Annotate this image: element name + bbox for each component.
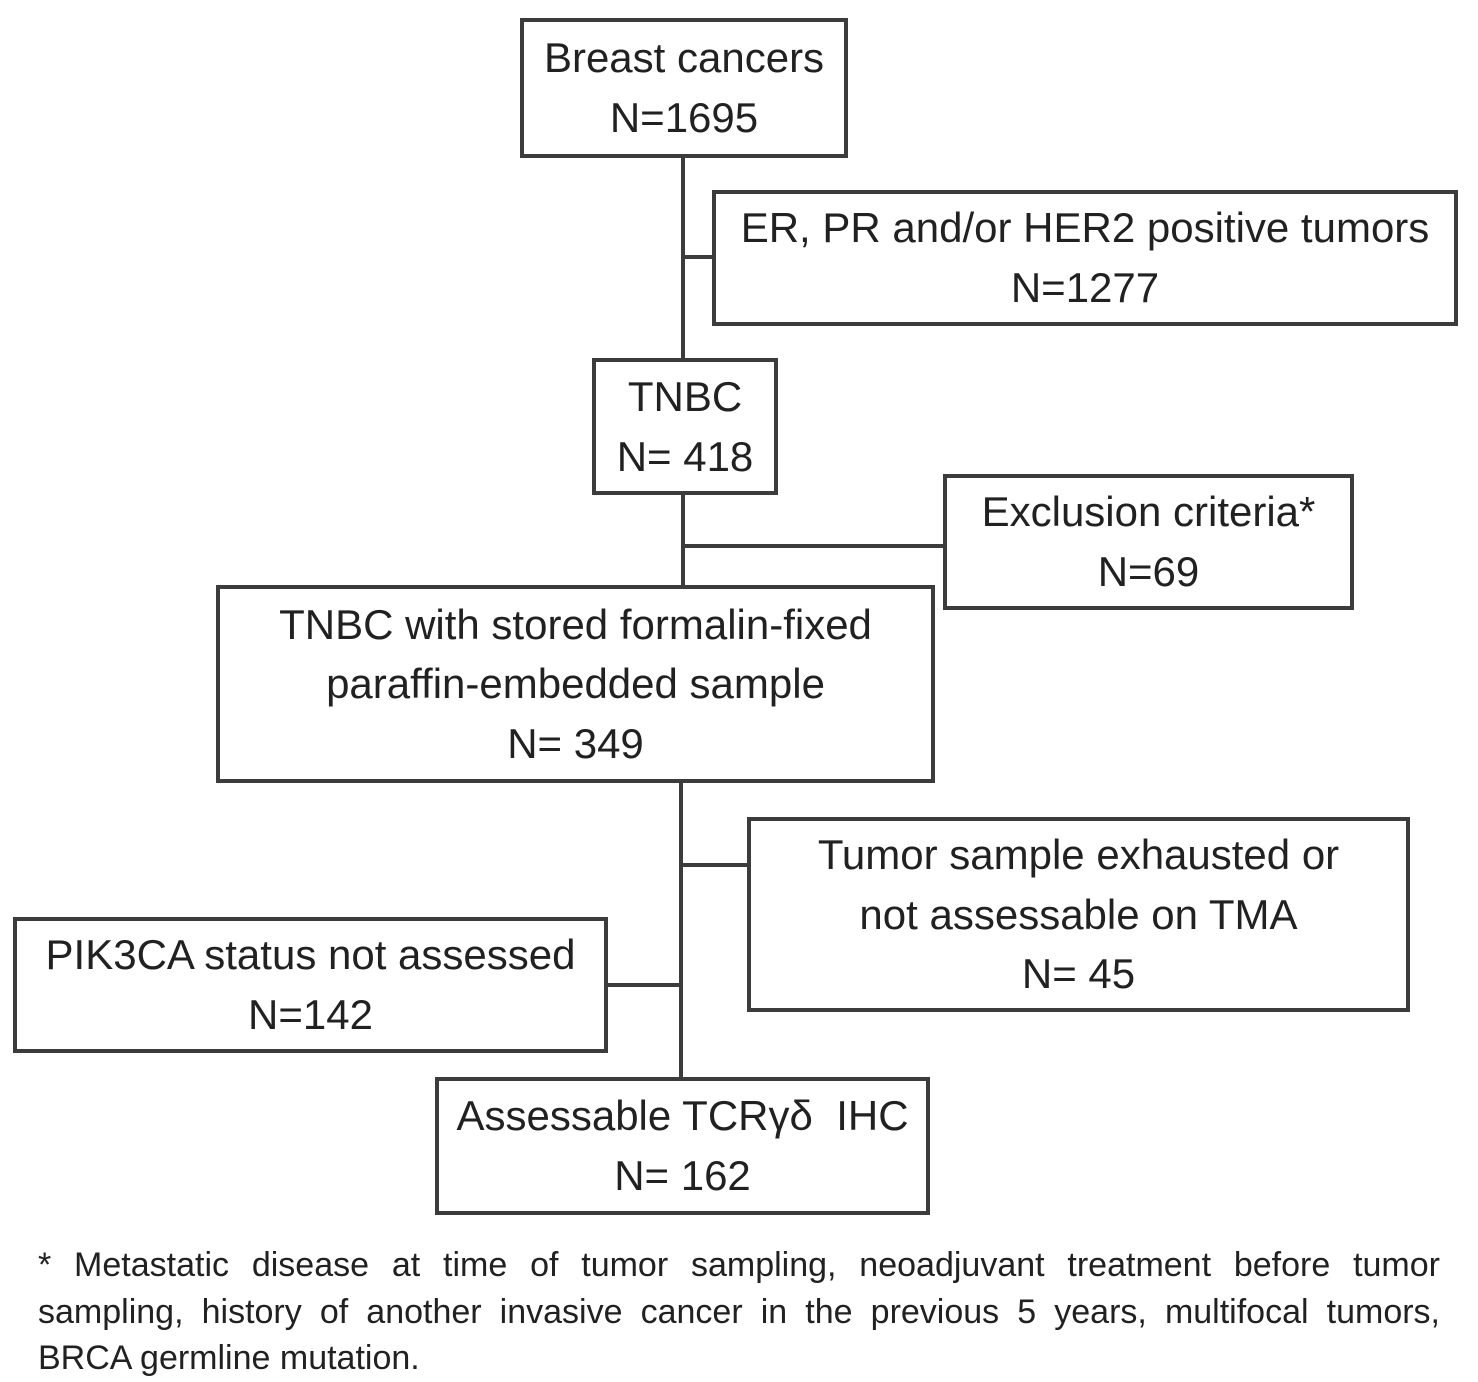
connector-branch-exclusion: [683, 544, 945, 548]
box-label: Assessable TCRγδ IHC: [456, 1092, 909, 1140]
box-count: N= 162: [614, 1152, 751, 1199]
connector-branch-er-pr: [683, 255, 715, 259]
flow-box-er-pr-her2-positive: ER, PR and/or HER2 positive tumors N=127…: [712, 190, 1458, 326]
flow-box-pik3ca-not-assessed: PIK3CA status not assessed N=142: [13, 917, 608, 1053]
box-count: N=1277: [1010, 264, 1160, 311]
box-label: ER, PR and/or HER2 positive tumors: [740, 204, 1430, 252]
box-label: PIK3CA status not assessed: [45, 931, 576, 979]
connector-spine-2: [681, 493, 685, 587]
connector-branch-pik3ca: [606, 983, 681, 987]
flow-box-assessable-tcr-ihc: Assessable TCRγδ IHC N= 162: [435, 1077, 930, 1215]
box-label: TNBC: [627, 372, 743, 420]
box-label: Breast cancers: [543, 34, 825, 82]
box-label-line2: not assessable on TMA: [859, 890, 1298, 938]
flow-box-tnbc-stored-sample: TNBC with stored formalin-fixed paraffin…: [216, 585, 935, 783]
box-count: N= 45: [1021, 950, 1136, 998]
box-count: N=69: [1097, 548, 1200, 595]
flow-box-tumor-sample-exhausted: Tumor sample exhausted or not assessable…: [747, 817, 1410, 1012]
box-label-line2: paraffin-embedded sample: [326, 660, 825, 708]
flow-box-exclusion-criteria: Exclusion criteria* N=69: [943, 474, 1354, 610]
box-label-line1: TNBC with stored formalin-fixed: [279, 600, 872, 648]
footnote-exclusion-criteria: * Metastatic disease at time of tumor sa…: [38, 1246, 1440, 1378]
connector-branch-tumor-exhausted: [681, 863, 749, 867]
box-count: N= 349: [507, 719, 644, 767]
box-label-line1: Tumor sample exhausted or: [817, 831, 1340, 879]
box-count: N=142: [248, 991, 373, 1038]
flow-box-breast-cancers: Breast cancers N=1695: [520, 18, 848, 158]
box-label: Exclusion criteria*: [981, 488, 1316, 536]
flow-box-tnbc: TNBC N= 418: [592, 358, 778, 495]
box-count: N= 418: [616, 432, 754, 480]
box-count: N=1695: [609, 94, 759, 141]
connector-spine-3: [679, 781, 683, 1079]
